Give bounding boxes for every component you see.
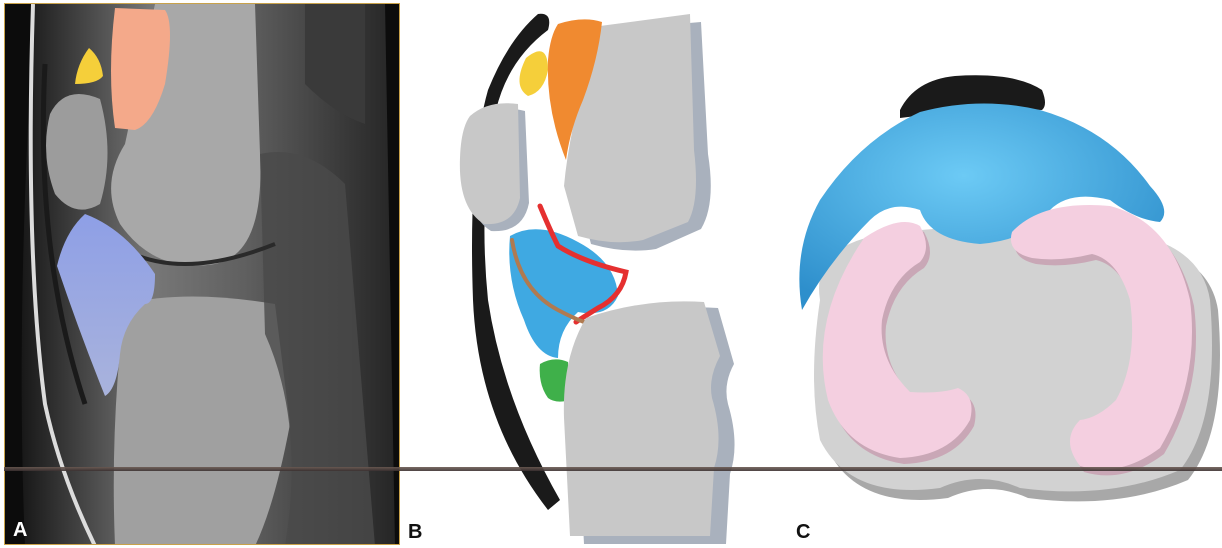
sagittal-model: [408, 0, 768, 548]
panel-label-b: B: [408, 522, 422, 542]
patella-bone: [460, 103, 520, 224]
panel-label-c: C: [796, 522, 810, 542]
mri-panel: A: [4, 3, 400, 545]
axial-model-panel: [780, 0, 1222, 548]
scan-reference-line: [4, 467, 1222, 471]
tibia-bone: [564, 301, 720, 536]
tibia-region: [114, 297, 290, 546]
mri-image: [5, 4, 400, 545]
sagittal-model-panel: [408, 0, 768, 548]
patella-region: [46, 94, 108, 210]
yellow-fat-pad: [519, 51, 548, 96]
axial-model: [780, 0, 1222, 548]
panel-label-a: A: [13, 520, 27, 540]
